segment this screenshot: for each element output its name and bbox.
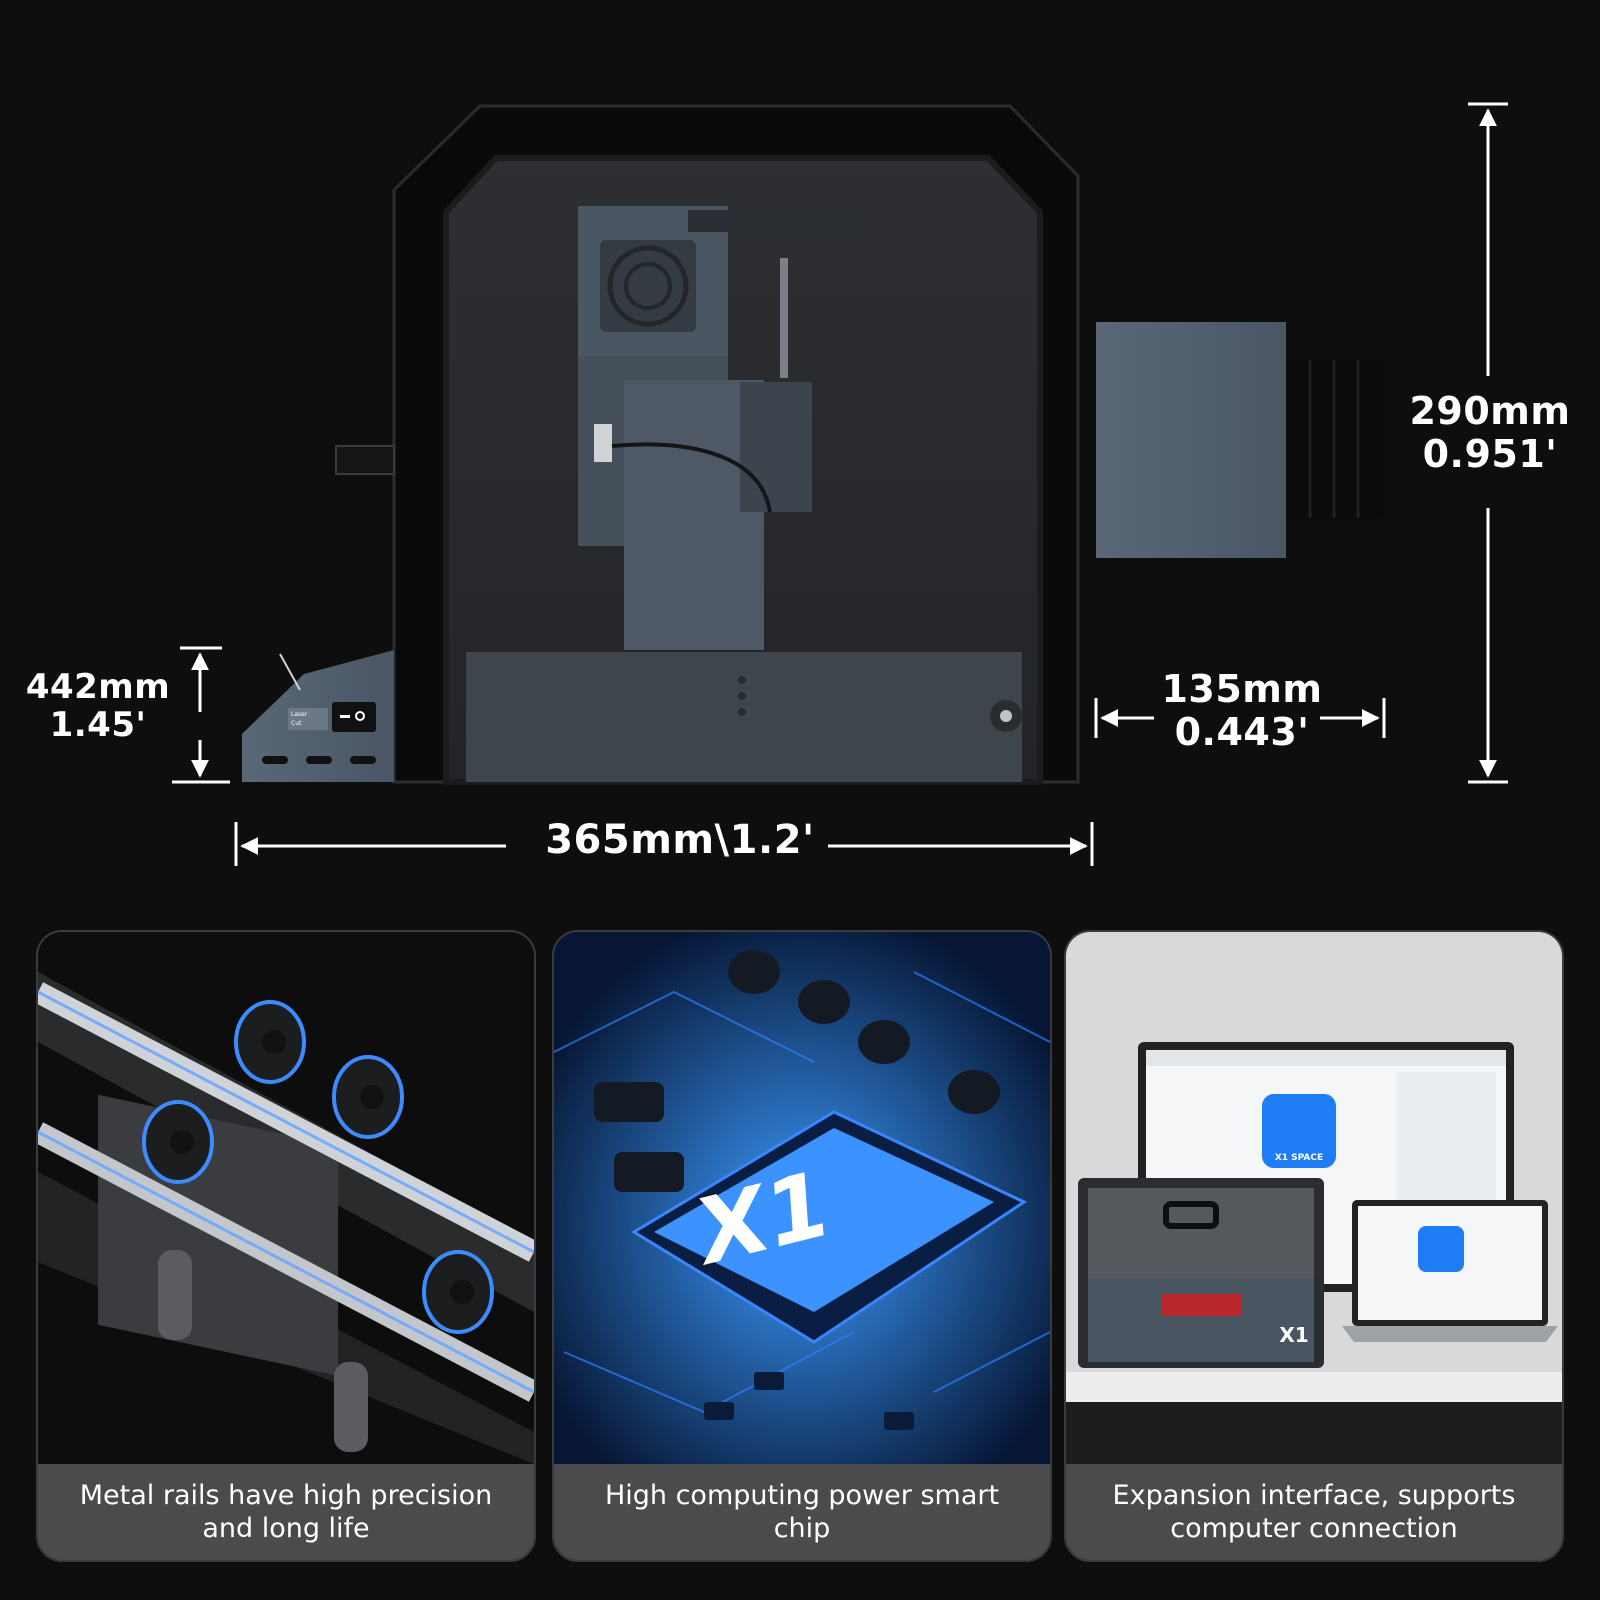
depth-imperial: 0.443': [1174, 709, 1310, 754]
height-dimension-label: 290mm 0.951': [1400, 390, 1580, 475]
feature-card-metal-rails: Metal rails have high precision and long…: [36, 930, 536, 1562]
dimension-lines: [172, 102, 1508, 866]
width-dimension-label: 365mm\1.2': [520, 818, 840, 863]
panel-laser-label: Laser: [291, 711, 308, 718]
control-panel: Laser Cut: [242, 650, 394, 782]
computer-connection-image: X1 SPACE X1: [1066, 932, 1562, 1464]
panel-metric: 442mm: [25, 667, 171, 707]
feature-caption-bar: Metal rails have high precision and long…: [38, 1464, 534, 1560]
feature-caption: High computing power smart chip: [604, 1480, 1000, 1544]
machine-badge: X1: [1279, 1323, 1308, 1347]
feature-caption-bar: Expansion interface, supports computer c…: [1066, 1464, 1562, 1560]
exhaust-module: [1096, 322, 1384, 558]
app-name-label: X1 SPACE: [1275, 1153, 1323, 1163]
height-imperial: 0.951': [1422, 431, 1558, 476]
panel-dimension-label: 442mm 1.45': [18, 668, 178, 744]
height-metric: 290mm: [1409, 389, 1571, 433]
smart-chip-image: X1: [554, 932, 1050, 1464]
panel-imperial: 1.45': [49, 705, 147, 746]
depth-dimension-label: 135mm 0.443': [1152, 668, 1332, 753]
machine-enclosure: [392, 104, 1080, 785]
feature-caption: Expansion interface, supports computer c…: [1112, 1480, 1516, 1544]
feature-caption: Metal rails have high precision and long…: [79, 1480, 493, 1544]
feature-card-smart-chip: X1 High computing power smart chip: [552, 930, 1052, 1562]
depth-metric: 135mm: [1161, 667, 1323, 711]
width-value: 365mm\1.2': [545, 817, 815, 863]
metal-rails-image: [38, 932, 534, 1464]
panel-cut-label: Cut: [291, 720, 302, 727]
side-handle: [335, 445, 395, 475]
feature-caption-bar: High computing power smart chip: [554, 1464, 1050, 1560]
feature-card-computer-connection: X1 SPACE X1 Expansion interface, support…: [1064, 930, 1564, 1562]
